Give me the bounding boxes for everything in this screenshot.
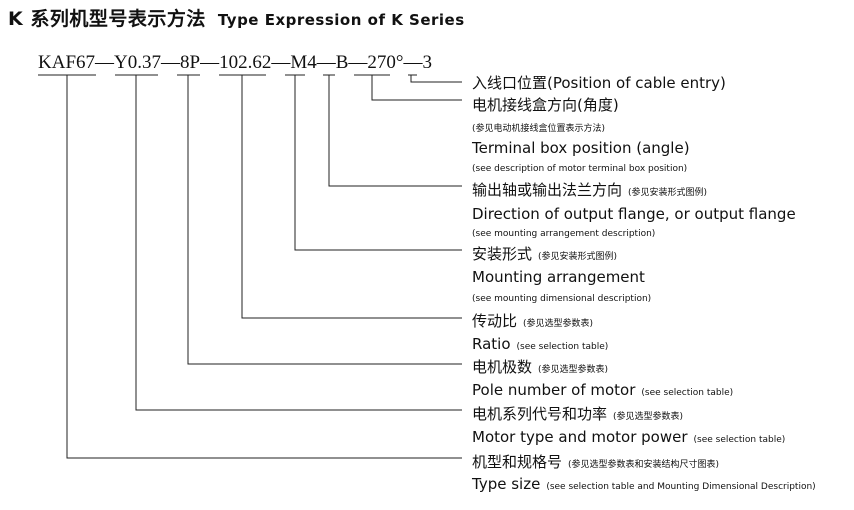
label-output-zh: 输出轴或输出法兰方向 (参见安装形式图例) bbox=[472, 179, 707, 200]
label-mount-en: Mounting arrangement bbox=[472, 268, 645, 286]
label-motor-en-text: Motor type and motor power bbox=[472, 428, 688, 446]
label-pole-zh: 电机极数 (参见选型参数表) bbox=[472, 356, 608, 377]
label-motor-zh-note: (参见选型参数表) bbox=[613, 412, 684, 422]
code-sep: — bbox=[316, 52, 336, 73]
code-output: B bbox=[335, 52, 349, 73]
label-ratio-zh-note: (参见选型参数表) bbox=[523, 319, 594, 329]
leader-motor bbox=[135, 75, 462, 411]
label-size-zh-note: (参见选型参数表和安装结构尺寸图表) bbox=[568, 460, 720, 470]
label-output-en: Direction of output flange, or output fl… bbox=[472, 205, 796, 223]
label-ratio-en-text: Ratio bbox=[472, 335, 511, 353]
label-size-en-note: (see selection table and Mounting Dimens… bbox=[546, 482, 816, 492]
leader-mount bbox=[294, 75, 462, 251]
code-sep: — bbox=[95, 52, 115, 73]
label-motor-en-note: (see selection table) bbox=[693, 435, 786, 445]
label-pole-en: Pole number of motor (see selection table… bbox=[472, 381, 733, 399]
leader-ratio bbox=[241, 75, 462, 319]
leader-angle bbox=[371, 75, 462, 101]
code-sep: — bbox=[200, 52, 220, 73]
label-size-en: Type size (see selection table and Mounti… bbox=[472, 475, 816, 493]
code-mount: M4 bbox=[290, 52, 317, 73]
leader-entry bbox=[410, 75, 462, 83]
label-ratio-en: Ratio (see selection table) bbox=[472, 335, 608, 353]
label-output-en-note: (see mounting arrangement description) bbox=[472, 229, 656, 239]
label-mount-zh: 安装形式 (参见安装形式图例) bbox=[472, 243, 617, 264]
label-ratio-en-note: (see selection table) bbox=[516, 342, 609, 352]
label-box-en-note: (see description of motor terminal box p… bbox=[472, 164, 688, 174]
label-pole-en-note: (see selection table) bbox=[641, 388, 734, 398]
code-angle: 270° bbox=[367, 52, 404, 73]
code-entry: 3 bbox=[422, 52, 433, 73]
label-size-en-text: Type size bbox=[472, 475, 541, 493]
label-motor-en: Motor type and motor power (see selection… bbox=[472, 428, 785, 446]
page-title: K 系列机型号表示方法 Type Expression of K Series bbox=[8, 4, 465, 31]
code-model: KAF67 bbox=[38, 52, 96, 73]
code-sep: — bbox=[403, 52, 423, 73]
label-box-zh: 电机接线盒方向(角度) bbox=[472, 96, 619, 114]
code-sep: — bbox=[348, 52, 368, 73]
label-size-zh: 机型和规格号 (参见选型参数表和安装结构尺寸图表) bbox=[472, 451, 719, 472]
code-sep: — bbox=[271, 52, 291, 73]
label-mount-en-note: (see mounting dimensional description) bbox=[472, 294, 652, 304]
title-zh: K 系列机型号表示方法 bbox=[8, 8, 206, 30]
label-motor-zh-text: 电机系列代号和功率 bbox=[472, 405, 608, 423]
code-ratio: 102.62 bbox=[219, 52, 272, 73]
leader-pole bbox=[187, 75, 462, 365]
label-pole-zh-note: (参见选型参数表) bbox=[538, 365, 609, 375]
label-box-zh-note: (参见电动机接线盒位置表示方法) bbox=[472, 124, 606, 134]
code-motor: Y0.37 bbox=[114, 52, 161, 73]
label-cable-entry: 入线口位置(Position of cable entry) bbox=[472, 74, 726, 92]
code-sep: — bbox=[161, 52, 180, 73]
leader-output bbox=[328, 75, 462, 187]
type-code: KAF67—Y0.37—8P—102.62—M4—B—270°—3 bbox=[38, 52, 432, 74]
label-ratio-zh: 传动比 (参见选型参数表) bbox=[472, 310, 593, 331]
leader-size bbox=[66, 75, 462, 459]
label-motor-zh: 电机系列代号和功率 (参见选型参数表) bbox=[472, 403, 683, 424]
label-output-zh-note: (参见安装形式图例) bbox=[628, 188, 708, 198]
label-pole-en-text: Pole number of motor bbox=[472, 381, 636, 399]
label-pole-zh-text: 电机极数 bbox=[472, 358, 533, 376]
label-mount-zh-text: 安装形式 bbox=[472, 245, 533, 263]
label-output-zh-text: 输出轴或输出法兰方向 bbox=[472, 181, 623, 199]
label-size-zh-text: 机型和规格号 bbox=[472, 453, 563, 471]
code-pole: 8P bbox=[180, 52, 201, 73]
title-en: Type Expression of K Series bbox=[217, 11, 465, 29]
label-box-en: Terminal box position (angle) bbox=[472, 139, 690, 157]
label-ratio-zh-text: 传动比 bbox=[472, 312, 518, 330]
label-mount-zh-note: (参见安装形式图例) bbox=[538, 252, 618, 262]
